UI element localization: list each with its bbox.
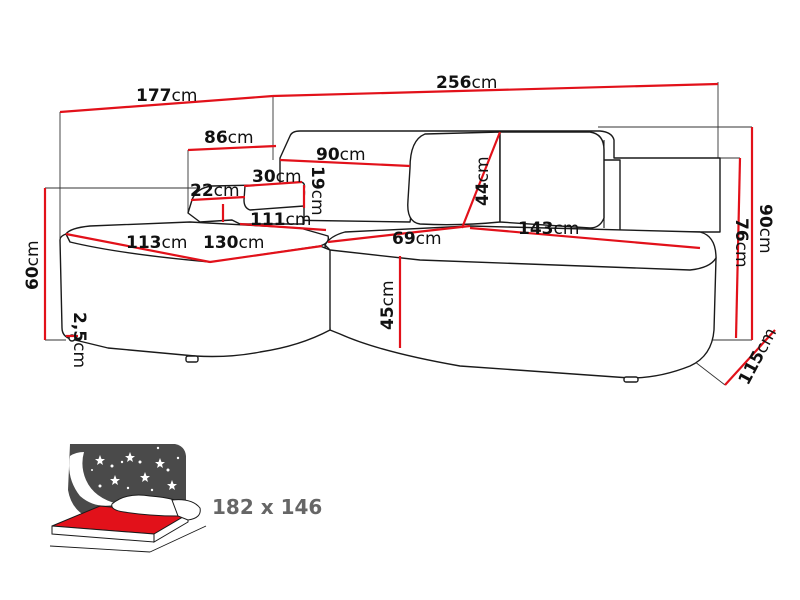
label-86: 86cm — [204, 128, 254, 148]
label-30: 30cm — [252, 167, 302, 187]
stars-icon — [91, 446, 180, 492]
moon-icon — [69, 452, 118, 506]
label-177: 177cm — [136, 86, 197, 106]
label-256: 256cm — [436, 73, 497, 93]
label-130: 130cm — [203, 233, 264, 253]
label-111: 111cm — [250, 210, 311, 230]
label-22: 22cm — [190, 181, 240, 201]
label-143: 143cm — [518, 219, 579, 239]
label-113: 113cm — [126, 233, 187, 253]
sleeping-area-label: 182 x 146 — [212, 495, 322, 519]
label-19: 19cm — [307, 166, 327, 216]
label-60: 60cm — [23, 240, 43, 290]
label-44: 44cm — [473, 156, 493, 206]
sleeping-area-icon: 182 x 146 — [49, 444, 322, 553]
sofa-outline — [59, 130, 721, 383]
label-115: 115cm — [735, 325, 781, 389]
label-2-5: 2,5cm — [69, 312, 89, 368]
label-45: 45cm — [378, 280, 398, 330]
dimension-labels: 177cm 256cm 86cm 90cm 30cm 19cm 22cm 44c… — [23, 73, 781, 388]
dimension-lines — [43, 82, 776, 386]
label-76: 76cm — [731, 218, 751, 268]
label-90-back: 90cm — [316, 145, 366, 165]
label-69: 69cm — [392, 229, 442, 249]
label-90-height: 90cm — [755, 204, 775, 254]
